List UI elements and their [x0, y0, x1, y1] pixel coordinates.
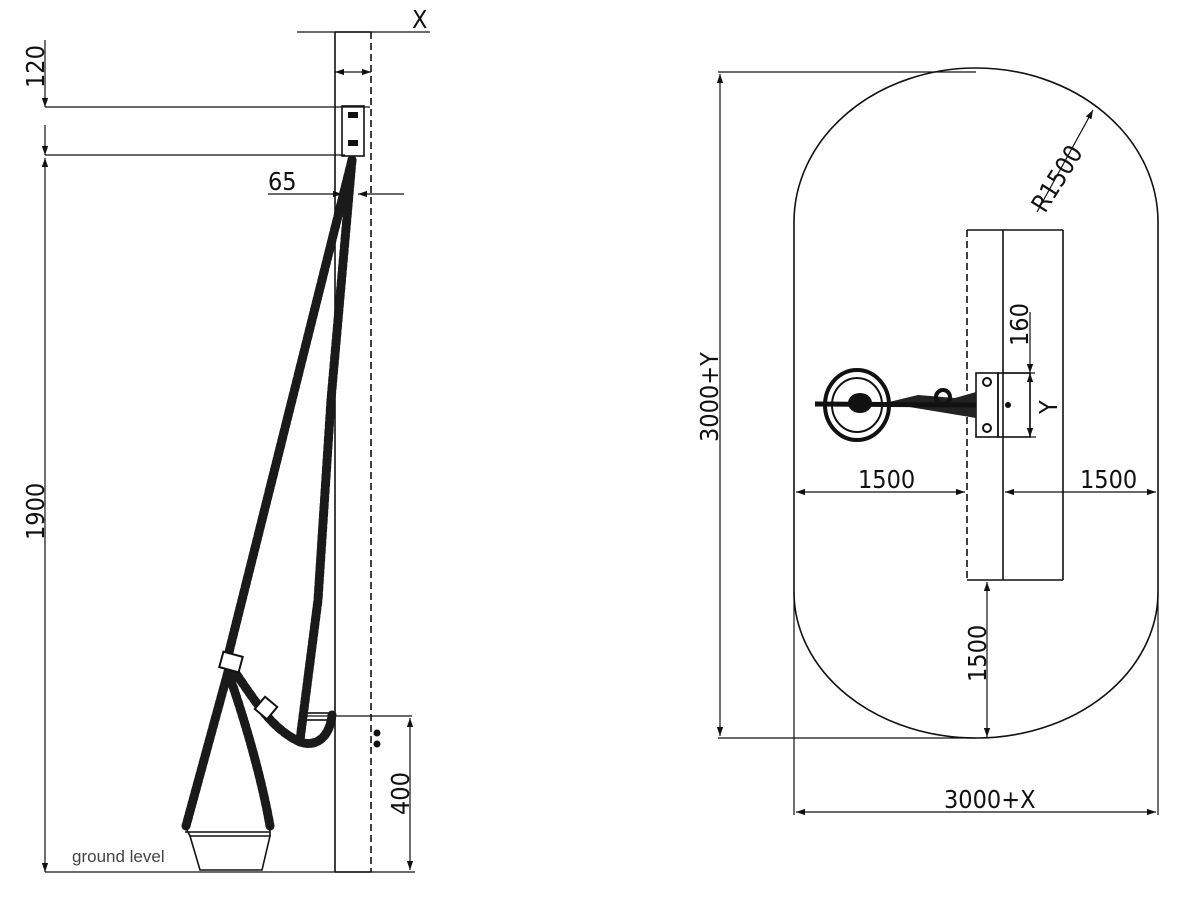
dimension-radius: R1500 [1025, 109, 1094, 217]
dim-offset-label: 65 [268, 167, 297, 196]
dim-x-label: X [412, 5, 427, 34]
dimension-height: 1900 [21, 158, 415, 873]
dimension-left-half: 1500 [796, 465, 965, 496]
dim-left-half-label: 1500 [858, 465, 915, 494]
side-view: X 120 65 1900 400 [21, 5, 430, 873]
dim-total-x-label: 3000+X [944, 785, 1035, 814]
dim-y-label: Y [1034, 400, 1063, 415]
dimension-top: 120 [21, 40, 370, 156]
seat [184, 825, 272, 871]
dim-right-half-label: 1500 [1080, 465, 1137, 494]
dimension-offset: 65 [268, 167, 404, 198]
dim-post-label: 160 [1005, 303, 1034, 346]
dimension-total-y: 3000+Y [695, 71, 976, 739]
dim-bottom-half-label: 1500 [963, 625, 992, 682]
rope-assembly [181, 155, 357, 831]
ground-level-label: ground level [72, 847, 165, 866]
dimension-base: 400 [299, 712, 415, 870]
dimension-y: Y [1026, 373, 1063, 438]
dim-base-label: 400 [386, 772, 415, 815]
plan-view: R1500 160 [695, 67, 1159, 816]
swing-plan [814, 368, 1031, 442]
dim-total-y-label: 3000+Y [695, 352, 724, 442]
dim-radius-label: R1500 [1025, 140, 1088, 217]
dimension-post: 160 [1003, 303, 1035, 374]
dimension-right-half: 1500 [1005, 465, 1156, 496]
dimension-x: X [297, 5, 430, 76]
dimension-total-x: 3000+X [793, 592, 1159, 816]
dim-top-label: 120 [21, 45, 50, 88]
frame-footprint [966, 229, 1064, 581]
dimension-bottom-half: 1500 [963, 582, 992, 737]
dim-height-label: 1900 [21, 483, 50, 540]
